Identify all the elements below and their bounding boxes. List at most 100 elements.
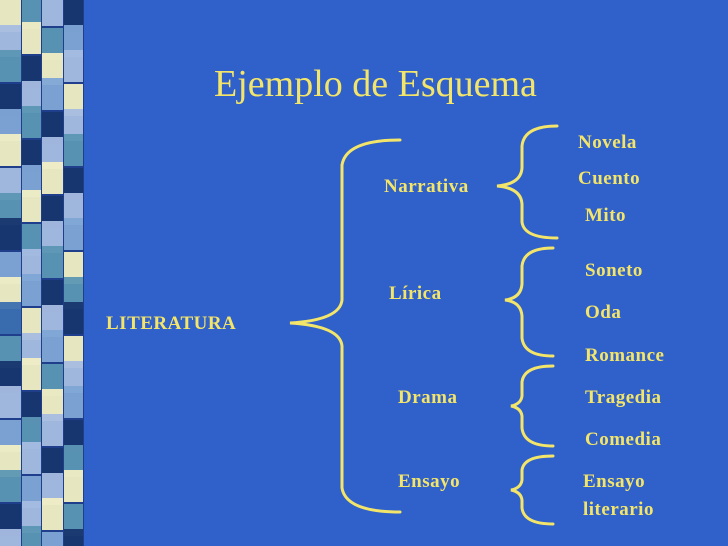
decorative-tile xyxy=(64,25,83,57)
decorative-tile xyxy=(64,302,83,334)
decorative-tile xyxy=(42,364,63,396)
decorative-tile xyxy=(0,109,21,141)
decorative-tile xyxy=(64,420,83,452)
decorative-tile xyxy=(0,361,21,393)
decorative-tile xyxy=(42,53,63,85)
decorative-tile xyxy=(64,252,83,284)
decorative-tile xyxy=(42,532,63,546)
decorative-tile xyxy=(64,504,83,536)
decorative-tile xyxy=(64,277,83,309)
decorative-tile xyxy=(22,0,41,29)
decorative-tile xyxy=(42,137,63,169)
decorative-tile xyxy=(0,252,21,284)
decorative-tile xyxy=(0,193,21,225)
decorative-tile xyxy=(64,109,83,141)
decorative-tile xyxy=(42,280,63,312)
decorative-tile xyxy=(22,224,41,256)
decorative-tile xyxy=(42,162,63,194)
decorative-tile xyxy=(64,50,83,82)
decorative-tile xyxy=(22,81,41,113)
decorative-tile xyxy=(42,246,63,278)
decorative-tile xyxy=(64,529,83,546)
genre-narrativa: Narrativa xyxy=(384,176,469,197)
slide-title: Ejemplo de Esquema xyxy=(214,63,537,105)
decorative-tile xyxy=(42,305,63,337)
item-mito: Mito xyxy=(585,205,627,226)
decorative-tile xyxy=(42,389,63,421)
lirica-brace xyxy=(504,246,555,358)
decorative-tile xyxy=(22,106,41,138)
decorative-tile xyxy=(0,218,21,250)
item-soneto: Soneto xyxy=(585,260,643,281)
decorative-tile xyxy=(22,22,41,54)
decorative-tile xyxy=(42,78,63,110)
decorative-tile xyxy=(0,134,21,166)
genre-ensayo: Ensayo xyxy=(398,471,461,492)
decorative-tile xyxy=(22,501,41,533)
root-label: LITERATURA xyxy=(106,313,237,334)
item-novela: Novela xyxy=(578,132,637,153)
decorative-tile xyxy=(22,358,41,390)
decorative-tile xyxy=(22,476,41,508)
decorative-tile xyxy=(0,336,21,368)
decorative-tile xyxy=(22,140,41,172)
decorative-tile xyxy=(22,417,41,449)
decorative-tile xyxy=(0,277,21,309)
decorative-tile xyxy=(42,28,63,60)
decorative-tile xyxy=(42,414,63,446)
decorative-tile xyxy=(0,470,21,502)
decorative-tile xyxy=(64,470,83,502)
decorative-tile xyxy=(22,249,41,281)
decorative-tile xyxy=(64,445,83,477)
item-ensayo-literario-line1: Ensayo xyxy=(583,471,646,492)
decorative-tile xyxy=(42,112,63,144)
decorative-tile xyxy=(0,445,21,477)
decorative-tile xyxy=(0,84,21,116)
decorative-tile xyxy=(64,0,83,32)
narrativa-brace xyxy=(496,124,559,240)
decorative-tile xyxy=(42,498,63,530)
decorative-tile xyxy=(22,165,41,197)
decorative-tile xyxy=(42,473,63,505)
decorative-tile xyxy=(0,168,21,200)
decorative-tile xyxy=(22,392,41,424)
decorative-tile xyxy=(0,302,21,334)
decorative-tile-strip xyxy=(0,0,84,546)
decorative-tile xyxy=(22,274,41,306)
decorative-tile xyxy=(0,420,21,452)
decorative-tile xyxy=(0,529,21,546)
item-ensayo-literario-line2: literario xyxy=(583,499,654,520)
decorative-tile xyxy=(64,386,83,418)
decorative-tile xyxy=(22,190,41,222)
decorative-tile xyxy=(64,218,83,250)
decorative-tile xyxy=(64,84,83,116)
decorative-tile xyxy=(64,361,83,393)
decorative-tile xyxy=(0,50,21,82)
ensayo-brace xyxy=(510,454,555,526)
item-oda: Oda xyxy=(585,302,622,323)
decorative-tile xyxy=(0,386,21,418)
decorative-tile xyxy=(64,168,83,200)
decorative-tile xyxy=(22,526,41,546)
decorative-tile xyxy=(42,196,63,228)
item-cuento: Cuento xyxy=(578,168,641,189)
main-brace xyxy=(289,138,402,514)
item-comedia: Comedia xyxy=(585,429,662,450)
decorative-tile xyxy=(22,308,41,340)
decorative-tile xyxy=(0,504,21,536)
decorative-tile xyxy=(22,56,41,88)
genre-lirica: Lírica xyxy=(389,283,442,304)
drama-brace xyxy=(510,364,555,448)
decorative-tile xyxy=(64,193,83,225)
decorative-tile xyxy=(42,330,63,362)
decorative-tile xyxy=(22,442,41,474)
decorative-tile xyxy=(0,0,21,32)
item-tragedia: Tragedia xyxy=(585,387,662,408)
decorative-tile xyxy=(64,336,83,368)
decorative-tile xyxy=(22,333,41,365)
decorative-tile xyxy=(42,0,63,26)
decorative-tile xyxy=(64,134,83,166)
item-romance: Romance xyxy=(585,345,665,366)
